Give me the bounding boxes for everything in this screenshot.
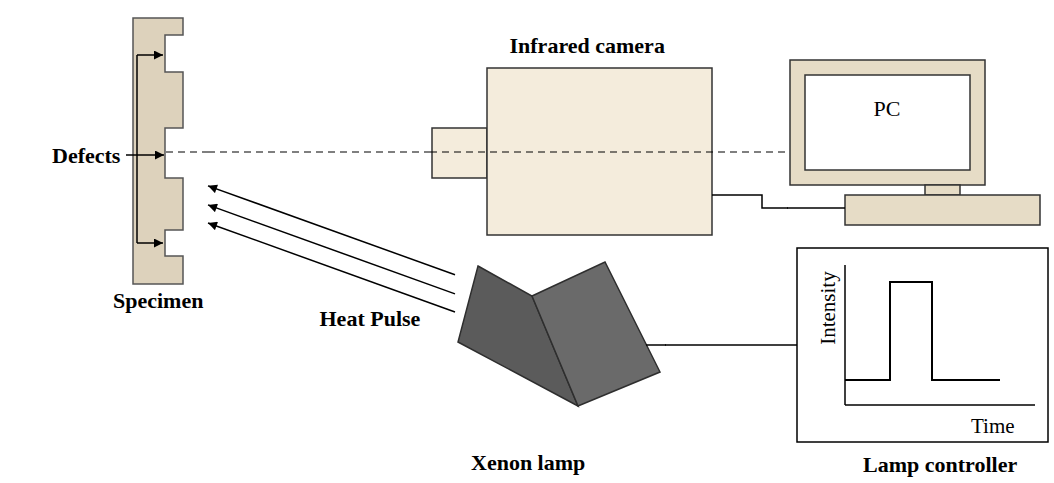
lamp-label: Xenon lamp bbox=[471, 450, 585, 475]
camera-label: Infrared camera bbox=[510, 33, 665, 58]
xenon-lamp: Xenon lamp bbox=[455, 262, 665, 478]
axis-label: Intensity bbox=[816, 271, 840, 345]
infrared-camera: Infrared camera bbox=[430, 30, 712, 240]
edge-label: Heat Pulse bbox=[317, 306, 424, 331]
pc-label: PC bbox=[874, 96, 901, 121]
heat-pulse-arrow bbox=[208, 223, 455, 312]
lamp-cable bbox=[665, 344, 797, 346]
lamp-controller: IntensityTimeLamp controller bbox=[797, 248, 1048, 480]
defects-label: Defects bbox=[52, 143, 120, 168]
axis-label: Time bbox=[971, 414, 1015, 438]
heat-pulse-arrow bbox=[208, 186, 455, 275]
lamp-cable bbox=[646, 344, 666, 346]
defect-pointer bbox=[137, 54, 163, 56]
pc-base bbox=[845, 195, 1040, 225]
defect-pointer bbox=[126, 154, 164, 156]
pc-monitor bbox=[790, 60, 985, 185]
lamp-body bbox=[532, 262, 660, 406]
pc-stand bbox=[925, 185, 960, 195]
plot-axis bbox=[844, 265, 846, 405]
controller-label: Lamp controller bbox=[863, 452, 1017, 477]
camera-cable bbox=[787, 207, 845, 209]
specimen-plate bbox=[133, 18, 183, 284]
specimen-label: Specimen bbox=[113, 288, 203, 313]
optical-axis bbox=[430, 151, 785, 152]
defect-bracket bbox=[136, 55, 138, 243]
optical-axis bbox=[208, 151, 430, 152]
camera-lens bbox=[432, 128, 487, 178]
optical-axis bbox=[166, 151, 208, 152]
camera-cable bbox=[712, 195, 788, 208]
pc-monitor: PC bbox=[788, 58, 1042, 228]
pulse-curve bbox=[845, 282, 1000, 380]
specimen: Specimen bbox=[108, 15, 208, 320]
controller-box bbox=[797, 248, 1048, 442]
defect-pointer bbox=[137, 242, 163, 244]
heat-pulse-arrow bbox=[208, 205, 455, 294]
plot-axis bbox=[845, 404, 1035, 406]
pc-screen bbox=[805, 75, 970, 170]
